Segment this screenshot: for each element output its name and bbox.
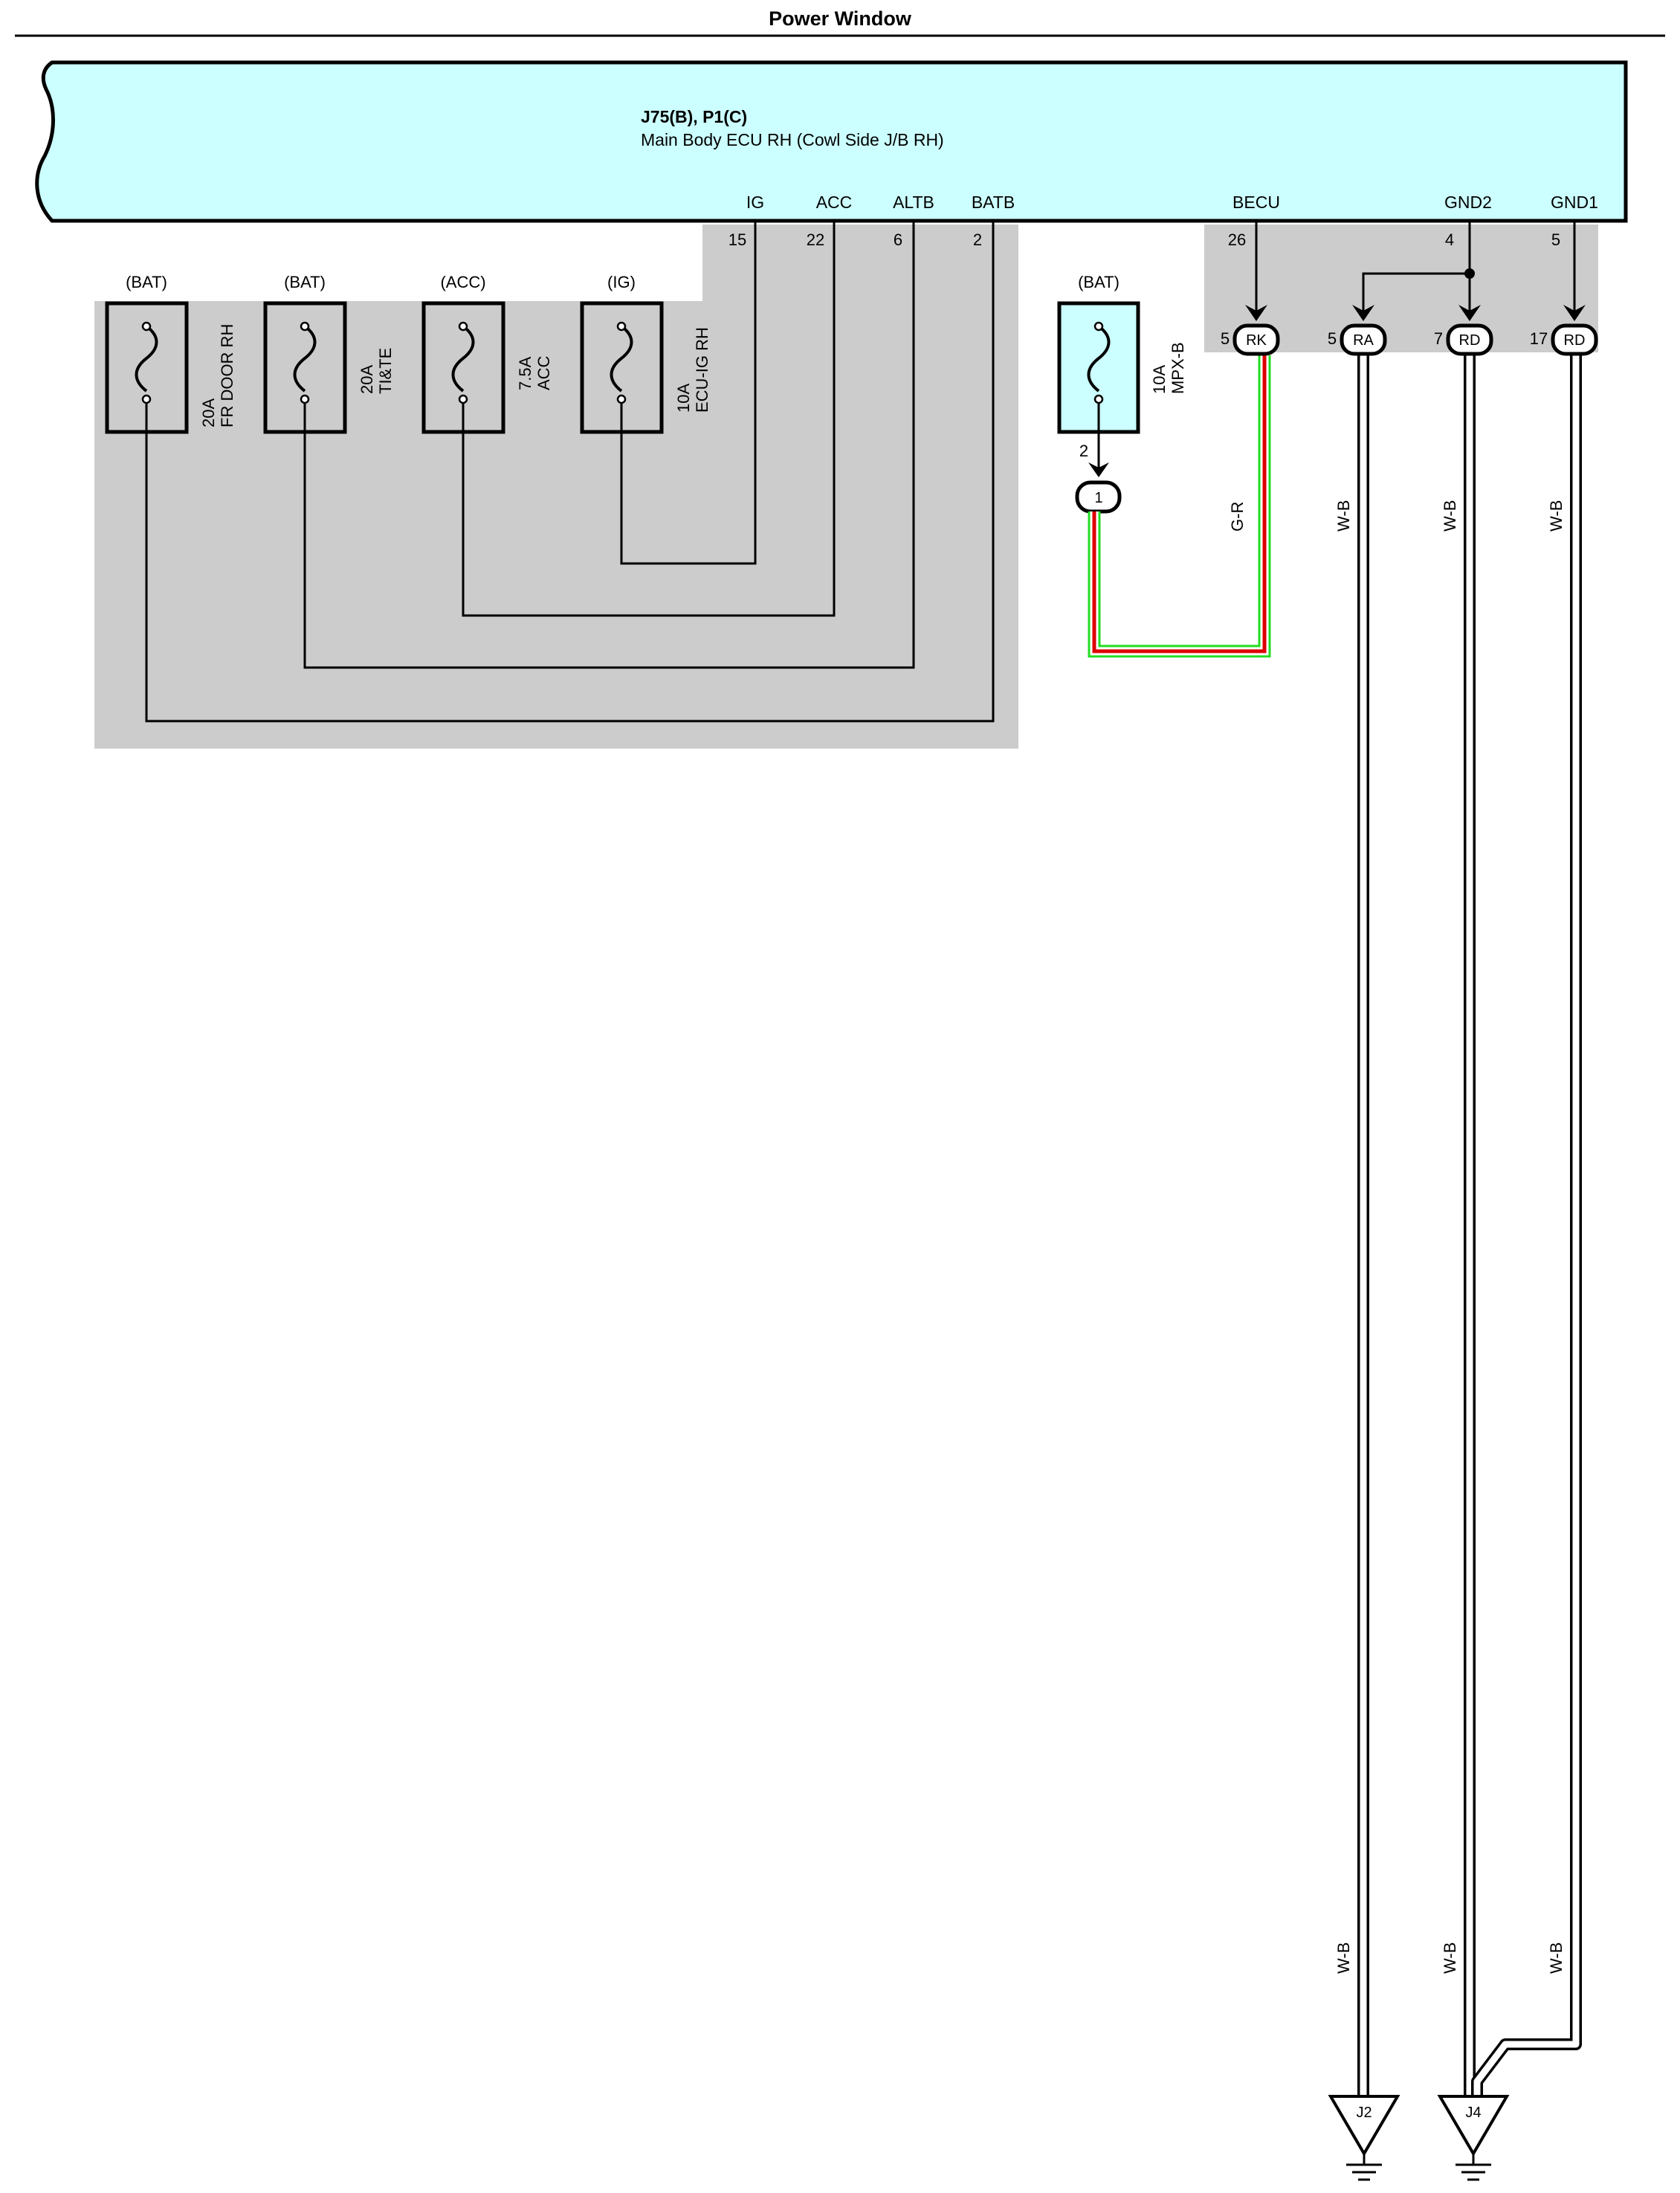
pin-acc: 22	[807, 230, 824, 249]
becu-wire-label: G-R	[1228, 502, 1247, 532]
mpx-connector-label: 1	[1094, 490, 1102, 506]
connector-rk: 5 RK	[1221, 323, 1280, 356]
connector-pin: 5	[1328, 329, 1337, 348]
ecu-box	[35, 60, 1628, 223]
fuse-source: (BAT)	[284, 273, 326, 291]
connector-pin: 5	[1221, 329, 1230, 348]
connector-label: RK	[1246, 332, 1267, 349]
fuse-name: TI&TE	[376, 348, 395, 394]
terminal-batb-name: BATB	[972, 193, 1015, 212]
pin-gnd2: 4	[1445, 230, 1454, 249]
connector-label: RA	[1353, 332, 1374, 349]
fuse-acc: (ACC) 7.5A ACC	[421, 273, 553, 434]
fuse-name: FR DOOR RH	[218, 324, 236, 427]
terminal-gnd2-name: GND2	[1444, 193, 1492, 212]
ground-j4: J4	[1437, 2095, 1510, 2181]
fuse-rating: 20A	[199, 398, 218, 427]
ecu-leads	[1255, 221, 1576, 312]
mpx-source: (BAT)	[1078, 273, 1120, 291]
terminal-acc-name: ACC	[816, 193, 853, 212]
terminal-gnd1-name: GND1	[1551, 193, 1598, 212]
connector-label: RD	[1564, 332, 1586, 349]
connector-pin: 7	[1434, 329, 1443, 348]
wire-label-rd7-top: W-B	[1441, 500, 1459, 532]
fuse-rating: 10A	[674, 384, 693, 413]
pin-batb: 2	[973, 230, 982, 249]
pin-altb: 6	[894, 230, 902, 249]
terminal-becu-name: BECU	[1232, 193, 1280, 212]
mpx-rating: 10A	[1150, 365, 1169, 394]
pin-gnd1: 5	[1551, 230, 1560, 249]
becu-wire	[1088, 355, 1271, 658]
fuse-source: (BAT)	[126, 273, 167, 291]
fuse-source: (ACC)	[440, 273, 485, 291]
connector-arrows	[1245, 305, 1586, 321]
fuse-rating: 7.5A	[516, 356, 534, 390]
terminal-altb-name: ALTB	[893, 193, 934, 212]
connector-ra: 5 RA	[1328, 323, 1387, 356]
ecu-name: Main Body ECU RH (Cowl Side J/B RH)	[641, 130, 944, 149]
fuse-rating: 20A	[358, 365, 376, 394]
pin-becu: 26	[1228, 230, 1246, 249]
gnd2-splice	[1464, 268, 1475, 279]
pin-ig: 15	[728, 230, 746, 249]
ecu-code: J75(B), P1(C)	[641, 107, 747, 126]
fuse-mpx-b: (BAT) 10A MPX-B 2 1	[1057, 273, 1187, 514]
fuse-source: (IG)	[607, 273, 636, 291]
terminal-ig-name: IG	[746, 193, 764, 212]
connector-pin: 17	[1530, 329, 1548, 348]
ground-j2: J2	[1328, 2095, 1400, 2181]
fuse-name: ACC	[534, 355, 553, 390]
wire-label-rd17-bottom: W-B	[1547, 1942, 1566, 1974]
mpx-pin: 2	[1079, 442, 1088, 460]
fuse-name: ECU-IG RH	[693, 327, 711, 413]
fuse-ti-te: (BAT) 20A TI&TE	[263, 273, 395, 434]
ground-wires	[1357, 355, 1582, 2096]
left-shaded-area	[94, 225, 1018, 749]
connector-rd-7: 7 RD	[1434, 323, 1493, 356]
fuse-wires	[145, 221, 995, 723]
ground-label: J2	[1356, 2105, 1372, 2121]
fuse-fr-door-rh: (BAT) 20A FR DOOR RH	[105, 273, 236, 434]
wire-label-ra-bottom: W-B	[1334, 1942, 1353, 1974]
fuse-ecu-ig-rh: (IG) 10A ECU-IG RH	[580, 273, 711, 434]
wire-label-rd17-top: W-B	[1547, 500, 1566, 532]
wire-label-rd7-bottom: W-B	[1441, 1942, 1459, 1974]
connector-label: RD	[1459, 332, 1481, 349]
ground-label: J4	[1465, 2105, 1481, 2121]
mpx-name: MPX-B	[1169, 342, 1187, 394]
diagram-title: Power Window	[769, 7, 912, 30]
connector-rd-17: 17 RD	[1530, 323, 1598, 356]
wire-label-ra-top: W-B	[1334, 500, 1353, 532]
